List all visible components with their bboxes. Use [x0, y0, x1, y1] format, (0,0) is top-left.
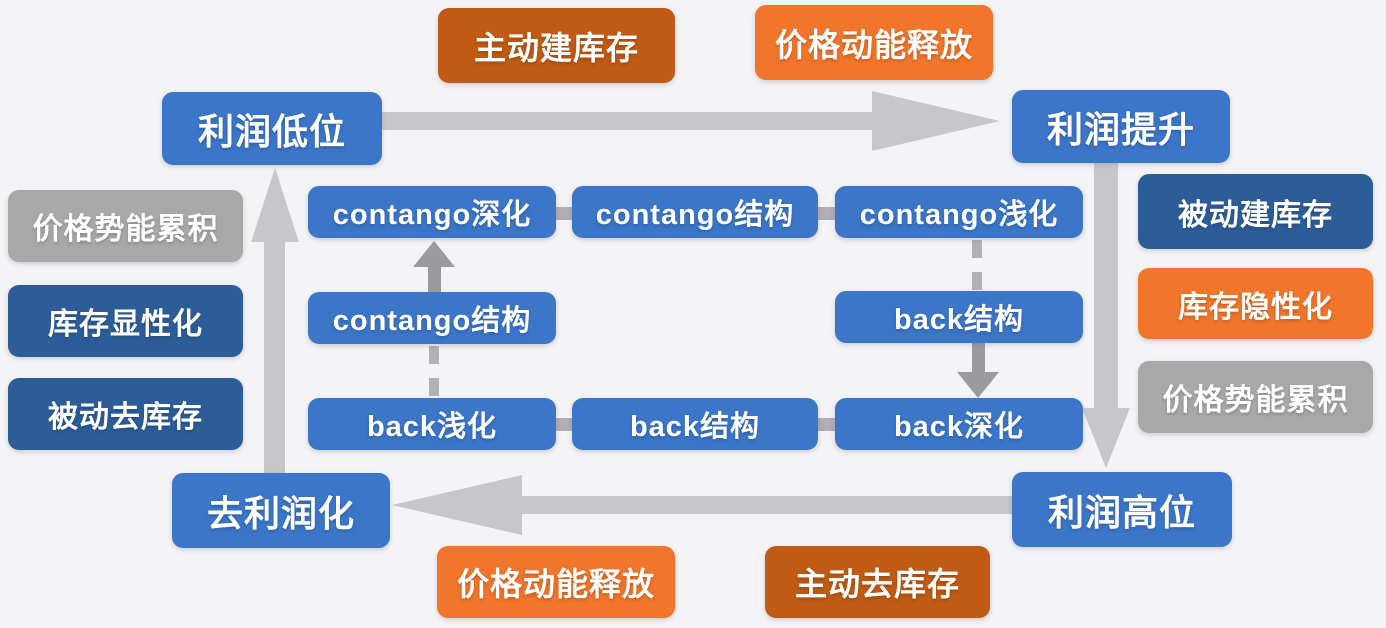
small-arrow-down-shaft — [972, 341, 985, 373]
node-active-destock: 主动去库存 — [765, 546, 990, 618]
arrow-bottom-shaft — [522, 496, 1012, 514]
small-arrow-down-head-icon — [957, 372, 999, 398]
arrow-left-shaft — [264, 242, 285, 473]
small-arrow-up-shaft — [428, 266, 441, 294]
arrow-right-shaft — [1094, 162, 1118, 408]
node-price-potential-accum-right: 价格势能累积 — [1138, 361, 1373, 433]
node-back-deepen: back深化 — [835, 398, 1083, 450]
node-price-momentum-release-top: 价格动能释放 — [755, 5, 993, 80]
arrow-top-shaft — [382, 112, 874, 130]
node-contango-deepen: contango深化 — [308, 186, 556, 238]
node-profit-high: 利润高位 — [1012, 472, 1232, 547]
node-inventory-explicit: 库存显性化 — [8, 285, 243, 357]
node-back-structure-right: back结构 — [835, 291, 1083, 343]
node-back-shallow: back浅化 — [308, 398, 556, 450]
dashed-link-back-shallow-to-contango-structure — [429, 346, 439, 396]
node-deprofit: 去利润化 — [172, 473, 390, 548]
node-inventory-implicit: 库存隐性化 — [1138, 268, 1373, 339]
node-profit-low: 利润低位 — [162, 92, 382, 165]
node-contango-shallow: contango浅化 — [835, 186, 1083, 238]
arrow-bottom-head-icon — [392, 475, 522, 535]
arrow-top-head-icon — [872, 91, 1000, 151]
node-price-potential-accum-left: 价格势能累积 — [8, 190, 243, 262]
node-contango-structure-mid: contango结构 — [308, 292, 556, 344]
arrow-right-head-icon — [1082, 408, 1130, 468]
node-passive-build-inventory: 被动建库存 — [1138, 174, 1373, 249]
node-passive-destock: 被动去库存 — [8, 378, 243, 450]
node-price-momentum-release-bottom: 价格动能释放 — [437, 546, 675, 618]
small-arrow-up-head-icon — [413, 241, 455, 267]
node-active-build-inventory: 主动建库存 — [438, 8, 675, 83]
node-contango-structure-top: contango结构 — [572, 186, 818, 238]
arrow-left-head-icon — [251, 168, 299, 242]
node-back-structure-bottom: back结构 — [572, 398, 818, 450]
dashed-link-contango-shallow-to-back-structure — [972, 240, 982, 290]
node-profit-rise: 利润提升 — [1012, 90, 1230, 163]
